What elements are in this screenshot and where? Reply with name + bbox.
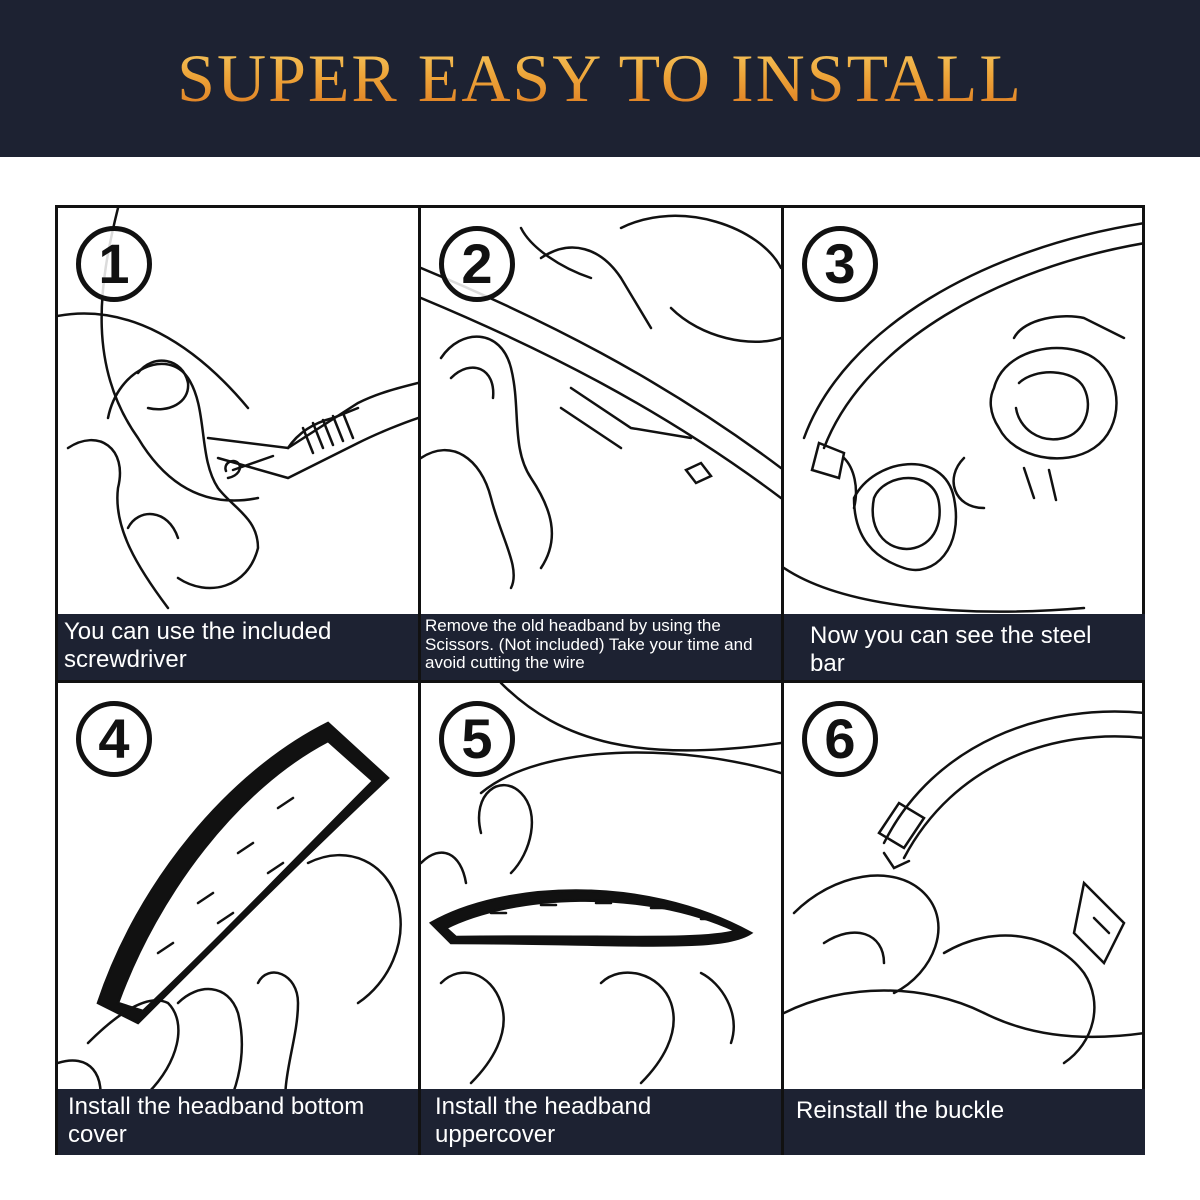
step-3-number: 3	[802, 226, 878, 302]
steel-bar-illustration	[784, 221, 1145, 613]
step-3-caption: Now you can see the steel bar	[784, 614, 1145, 680]
bottom-cover-illustration	[58, 721, 402, 1135]
step-2-panel: 2 Remove the old headband by using the S…	[421, 208, 781, 680]
step-4-caption: Install the headband bottom cover	[58, 1089, 418, 1155]
buckle-illustration	[784, 710, 1145, 1065]
step-4-number: 4	[76, 701, 152, 777]
step-5-number: 5	[439, 701, 515, 777]
step-2-number: 2	[439, 226, 515, 302]
step-5-caption: Install the headband uppercover	[421, 1089, 781, 1155]
step-5-panel: 5 Install the headband uppercover	[421, 683, 781, 1155]
upper-cover-illustration	[421, 683, 781, 1085]
step-2-caption: Remove the old headband by using the Sci…	[421, 614, 781, 680]
page-title: SUPER EASY TO INSTALL	[177, 40, 1023, 116]
step-1-caption: You can use the included screwdriver	[58, 614, 418, 680]
step-6-caption: Reinstall the buckle	[784, 1089, 1145, 1155]
header-banner: SUPER EASY TO INSTALL	[0, 0, 1200, 157]
step-6-number: 6	[802, 701, 878, 777]
instruction-grid: 1 You can use the included screwdriver 2…	[55, 205, 1145, 1155]
step-1-panel: 1 You can use the included screwdriver	[58, 208, 418, 680]
step-1-number: 1	[76, 226, 152, 302]
step-3-panel: 3 Now you can see the steel bar	[784, 208, 1145, 680]
grid-divider-horizontal	[58, 680, 1142, 683]
screwdriver-illustration	[58, 208, 418, 610]
step-4-panel: 4 Install the headband bottom cover	[58, 683, 418, 1155]
step-6-panel: 6 Reinstall the buckle	[784, 683, 1145, 1155]
